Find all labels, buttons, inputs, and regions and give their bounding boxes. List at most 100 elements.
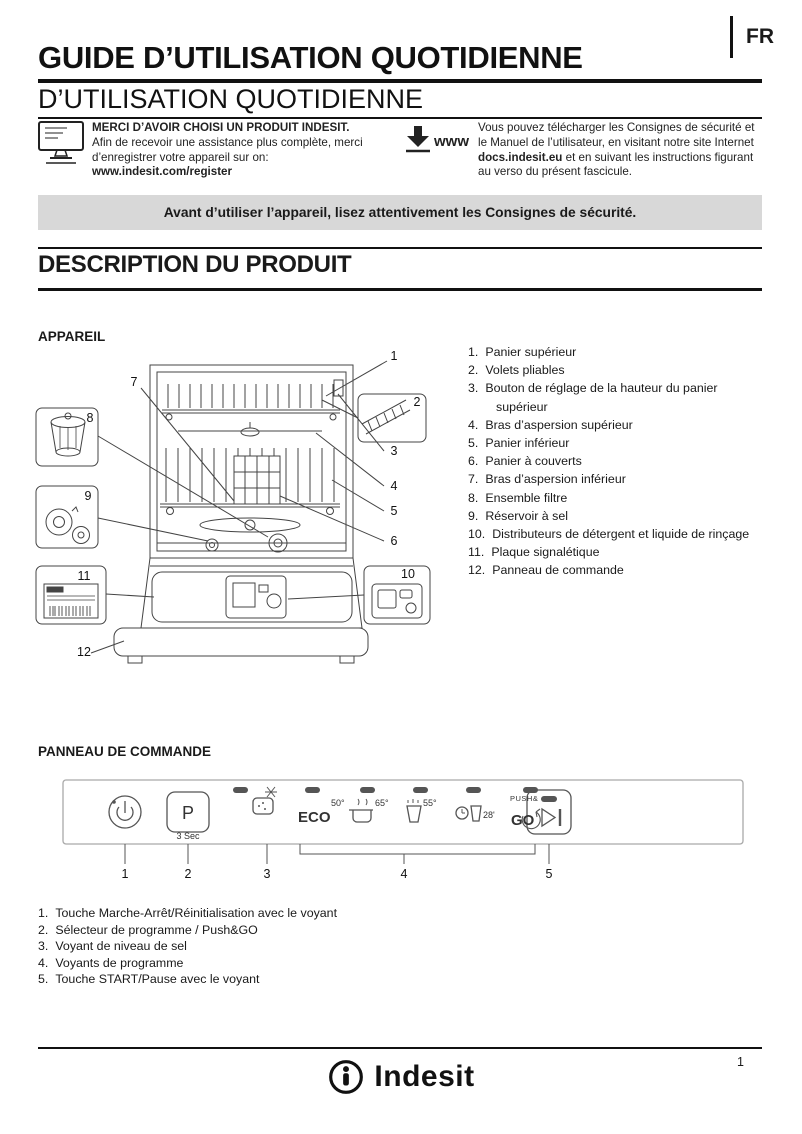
register-block: MERCI D’AVOIR CHOISI UN PRODUIT INDESIT.…	[92, 121, 407, 180]
list-item: 2.Volets pliables	[468, 363, 565, 378]
eco-label: ECO	[298, 809, 331, 826]
subtitle-rule	[38, 117, 762, 119]
panel-callout-3: 3	[264, 867, 271, 881]
panel-callout-1: 1	[122, 867, 129, 881]
list-item: 1.Touche Marche-Arrêt/Réinitialisation a…	[38, 906, 338, 920]
download-text-before: Vous pouvez télécharger les Consignes de…	[478, 121, 755, 149]
language-label: FR	[746, 25, 774, 48]
list-item: 4.Voyants de programme	[38, 955, 184, 970]
control-panel-heading: PANNEAU DE COMMANDE	[38, 744, 212, 759]
callout-8: 8	[87, 411, 94, 425]
rating-plate-icon	[43, 583, 99, 619]
list-item: 2.Sélecteur de programme / Push&GO	[38, 922, 258, 937]
register-body: Afin de recevoir une assistance plus com…	[92, 135, 363, 164]
rating-plate-callout-box	[35, 565, 107, 625]
list-item: 11.Plaque signalétique	[468, 545, 600, 560]
list-item: 10.Distributeurs de détergent et liquide…	[468, 527, 750, 542]
callout-5: 5	[391, 504, 398, 518]
power-button[interactable]	[108, 795, 142, 829]
panel-callout-numbers: 1 2 3 4 5	[122, 867, 553, 881]
download-www-icon: www	[406, 126, 469, 153]
panel-callout-5: 5	[546, 867, 553, 881]
parts-list: 1.Panier supérieur 2.Volets pliables 3.B…	[468, 343, 766, 580]
pot-icon	[349, 798, 373, 823]
section-rule-top	[38, 247, 762, 249]
salt-indicator-icon	[252, 786, 277, 815]
page-subtitle: D’UTILISATION QUOTIDIENNE	[38, 84, 424, 114]
glass-shower-icon	[406, 799, 422, 823]
door-front-edge	[113, 627, 369, 664]
page-number: 1	[737, 1055, 744, 1069]
www-label: www	[433, 133, 469, 150]
foldable-flaps-icon	[361, 399, 411, 435]
diagram-callout-numbers: 1 2 3 4 5 6 7 8 9 10 11 12	[77, 349, 420, 659]
temp-55-label: 55°	[423, 798, 437, 808]
panel-callout-4: 4	[401, 867, 408, 881]
push-label: PUSH&	[510, 794, 538, 803]
appareil-heading: APPAREIL	[38, 329, 106, 344]
list-item: 5.Panier inférieur	[468, 436, 570, 451]
cutlery-basket	[233, 455, 281, 505]
diagram-leader-lines	[90, 360, 388, 654]
program-leds	[305, 787, 538, 793]
section-rule-bottom	[38, 288, 762, 291]
dispenser-icon	[371, 583, 423, 619]
start-pause-button[interactable]	[526, 789, 572, 835]
register-heading: MERCI D’AVOIR CHOISI UN PRODUIT INDESIT.	[92, 121, 350, 134]
push-and-go-icon	[521, 808, 541, 830]
salt-cap-on-floor	[205, 538, 219, 552]
callout-4: 4	[391, 479, 398, 493]
filter-callout-box	[35, 407, 99, 467]
program-button-sublabel: 3 Sec	[176, 831, 200, 841]
callout-11: 11	[78, 569, 91, 583]
callout-3: 3	[391, 444, 398, 458]
program-button[interactable]	[166, 791, 210, 833]
brand-logo: Indesit	[0, 1058, 802, 1096]
callout-7: 7	[131, 375, 138, 389]
register-url-link[interactable]: www.indesit.com/register	[92, 165, 233, 179]
list-item: 9.Réservoir à sel	[468, 508, 568, 523]
panel-leader-lines	[124, 844, 550, 864]
list-item: 3.Voyant de niveau de sel	[38, 939, 187, 953]
download-text-after: et en suivant les instructions figurant …	[478, 150, 754, 179]
upper-rack	[162, 379, 344, 421]
lower-spray-arm	[199, 517, 301, 533]
callout-6: 6	[391, 534, 398, 548]
program-button-label: P	[182, 803, 194, 823]
download-arrow-icon	[407, 126, 429, 147]
list-item: 8.Ensemble filtre	[468, 490, 568, 505]
language-badge: FR	[730, 16, 774, 58]
download-block: Vous pouvez télécharger les Consignes de…	[478, 121, 766, 180]
safety-notice-banner: Avant d’utiliser l’appareil, lisez atten…	[38, 195, 762, 230]
filter-icon	[50, 412, 86, 457]
callout-1: 1	[391, 349, 398, 363]
control-panel-diagram: P 3 Sec ECO 50° 65° 55° 28' PUSH& GO 1 2…	[62, 779, 744, 881]
page-title: GUIDE D’UTILISATION QUOTIDIENNE	[38, 40, 583, 75]
list-item: 12.Panneau de commande	[468, 563, 624, 578]
fast-wash-icon	[455, 805, 482, 822]
power-icon	[112, 800, 134, 821]
docs-url-link[interactable]: docs.indesit.eu	[478, 150, 563, 164]
indesit-logo-icon	[329, 1060, 364, 1094]
go-label: GO	[511, 812, 535, 829]
list-item: 4.Bras d’aspersion supérieur	[468, 417, 633, 432]
list-item: 6.Panier à couverts	[468, 454, 582, 469]
salt-reservoir-callout-box	[35, 485, 99, 549]
title-rule	[38, 79, 762, 83]
start-led	[541, 796, 557, 802]
time-28-label: 28'	[483, 810, 495, 820]
callout-10: 10	[401, 567, 415, 581]
panel-callout-2: 2	[185, 867, 192, 881]
list-item: 7.Bras d’aspersion inférieur	[468, 472, 626, 487]
list-item: 1.Panier supérieur	[468, 345, 577, 359]
dishwasher-diagram: 1 2 3 4 5 6 7 8 9 10 11 12	[35, 349, 431, 664]
footer-rule	[38, 1047, 762, 1049]
filter-on-floor	[268, 533, 288, 553]
temp-65-label: 65°	[375, 798, 389, 808]
callout-2: 2	[414, 395, 421, 409]
callout-12: 12	[77, 645, 91, 659]
push-go-led	[523, 787, 538, 793]
dispenser-callout-box	[363, 565, 431, 625]
eco-led	[305, 787, 320, 793]
